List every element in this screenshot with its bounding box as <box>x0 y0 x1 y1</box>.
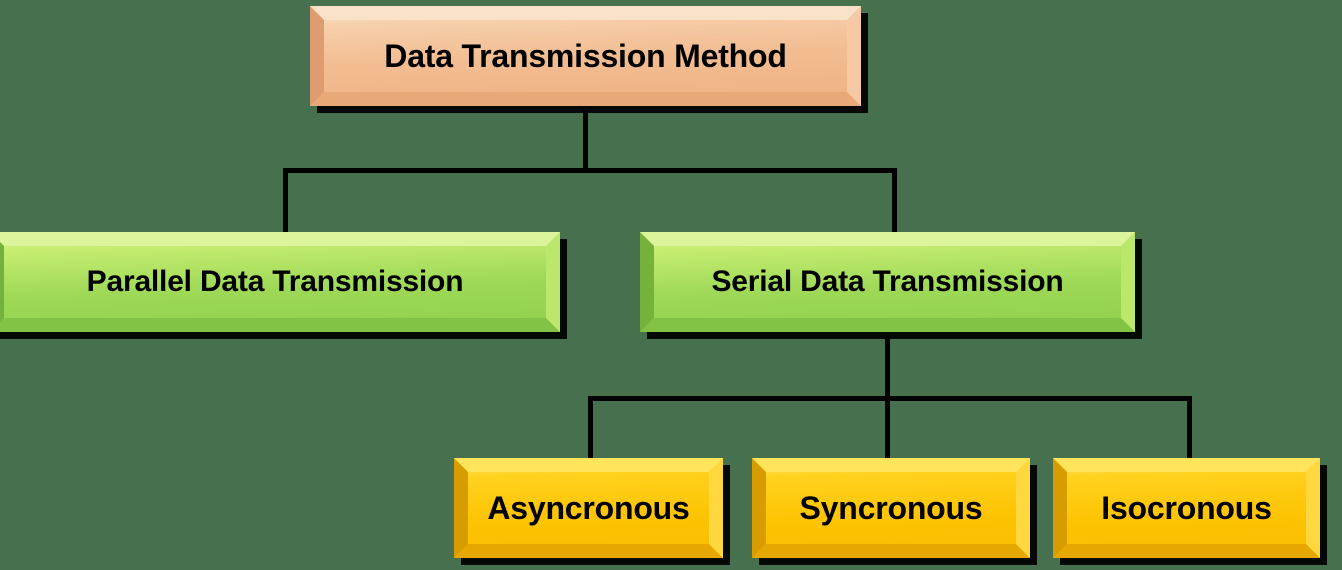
node-face <box>640 232 1135 332</box>
node-bevel <box>0 232 560 332</box>
connector-drop-serial <box>892 168 897 234</box>
node-face <box>310 6 861 106</box>
node-isocronous[interactable]: Isocronous <box>1053 458 1320 558</box>
connector-drop-isocronous <box>1187 396 1192 460</box>
node-face <box>752 458 1030 558</box>
connector-drop-parallel <box>283 168 288 234</box>
node-label-isocronous: Isocronous <box>1101 490 1272 526</box>
node-asyncronous[interactable]: Asyncronous <box>454 458 723 558</box>
connector-drop-syncronous <box>885 396 890 460</box>
connector-level2-bus <box>283 168 897 173</box>
node-face <box>1053 458 1320 558</box>
node-label-serial-data-transmission: Serial Data Transmission <box>711 265 1064 298</box>
node-face <box>454 458 723 558</box>
node-label-data-transmission-method: Data Transmission Method <box>384 38 787 74</box>
node-data-transmission-method[interactable]: Data Transmission Method <box>310 6 861 106</box>
connector-root-stem <box>583 110 588 172</box>
node-serial-data-transmission[interactable]: Serial Data Transmission <box>640 232 1135 332</box>
node-bevel <box>640 232 1135 332</box>
connector-drop-asyncronous <box>588 396 593 460</box>
node-label-asyncronous: Asyncronous <box>487 490 690 526</box>
connector-level3-bus <box>588 396 1192 401</box>
node-syncronous[interactable]: Syncronous <box>752 458 1030 558</box>
node-bevel <box>454 458 723 558</box>
node-bevel <box>1053 458 1320 558</box>
connector-serial-stem <box>885 336 890 398</box>
node-parallel-data-transmission[interactable]: Parallel Data Transmission <box>0 232 560 332</box>
node-bevel <box>310 6 861 106</box>
node-bevel <box>752 458 1030 558</box>
node-face <box>0 232 560 332</box>
node-label-syncronous: Syncronous <box>799 490 983 526</box>
node-label-parallel-data-transmission: Parallel Data Transmission <box>86 265 464 298</box>
